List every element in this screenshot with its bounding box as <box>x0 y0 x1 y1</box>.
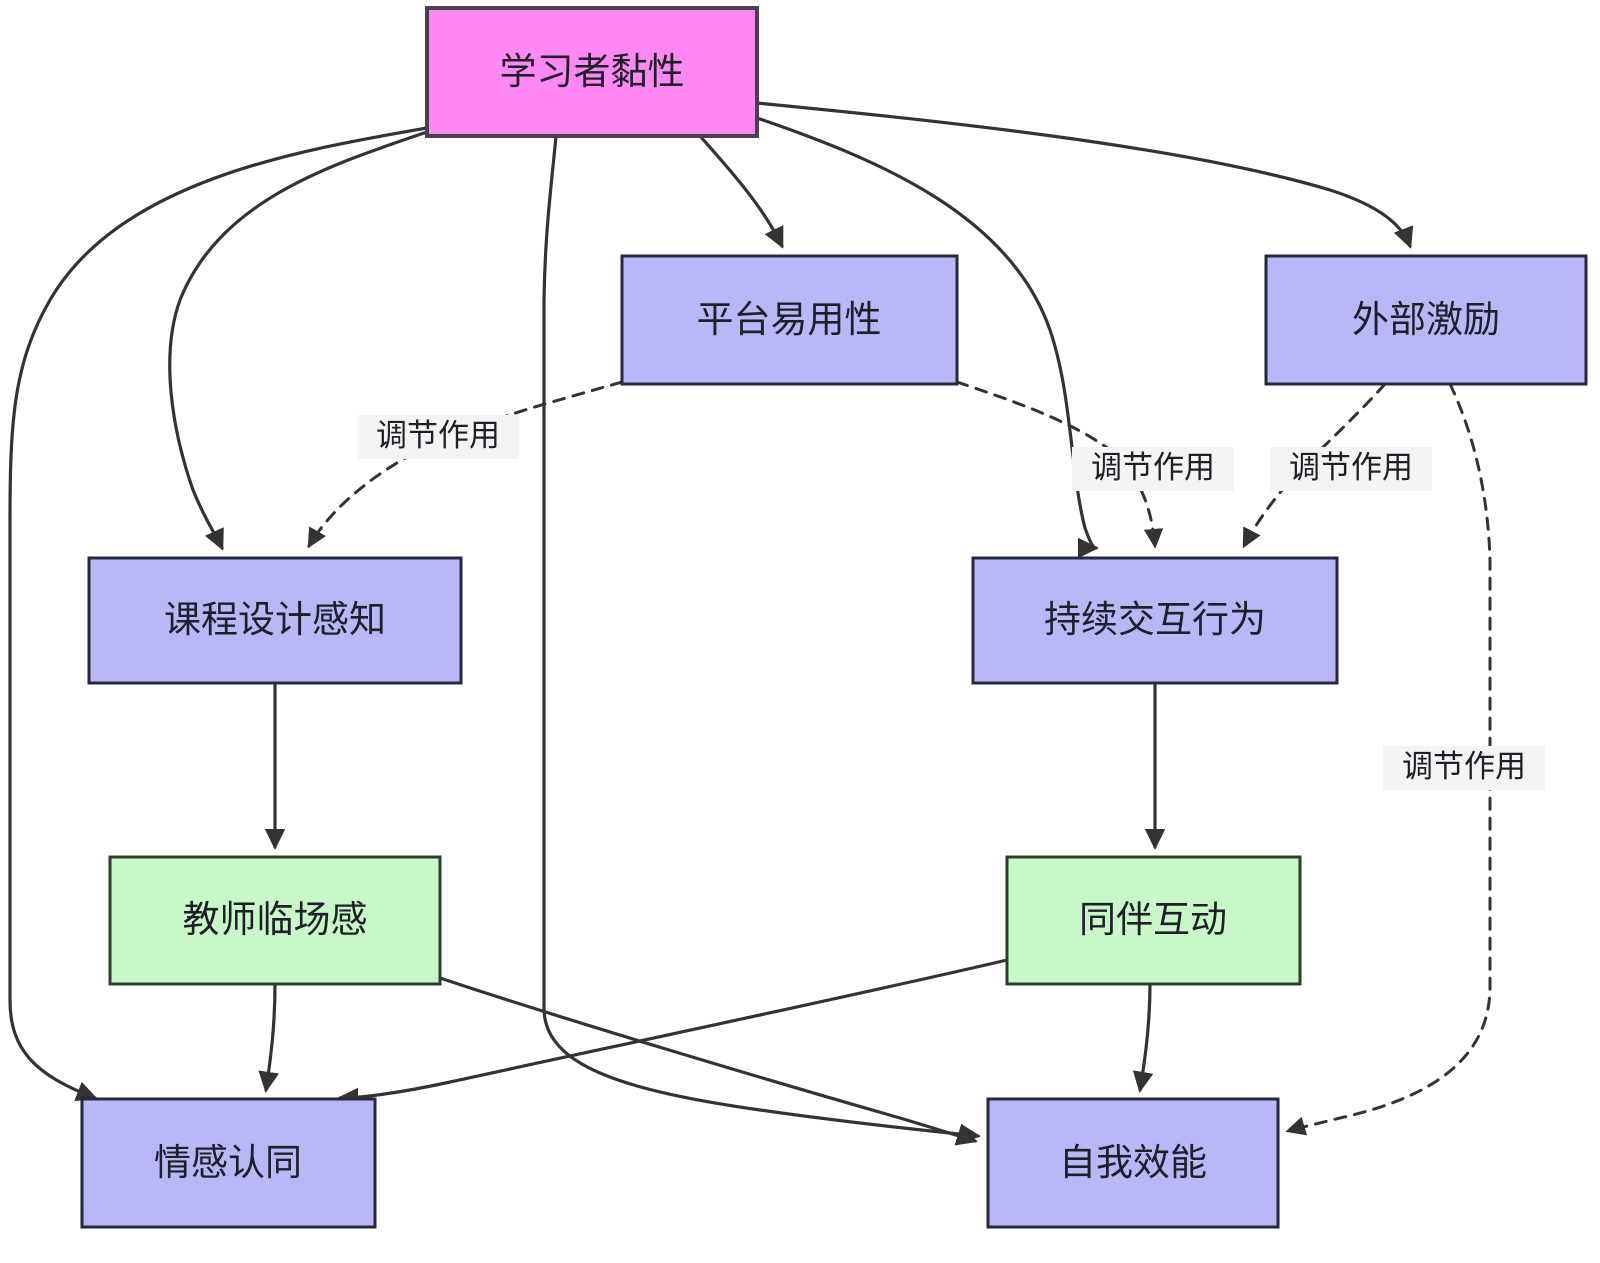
edge-stickiness-to-incentive <box>755 101 1414 249</box>
edge-stickiness-to-efficacy <box>542 134 981 1145</box>
node-usability[interactable]: 平台易用性 <box>620 254 959 386</box>
edge-label-usability-course: 调节作用 <box>357 415 519 459</box>
edge-labels-layer: 调节作用 调节作用 调节作用 调节作用 <box>357 415 1545 790</box>
node-interaction[interactable]: 持续交互行为 <box>971 556 1339 685</box>
edge-label-incentive-efficacy: 调节作用 <box>1383 746 1545 790</box>
edge-stickiness-to-interaction <box>755 116 1099 559</box>
node-course[interactable]: 课程设计感知 <box>87 556 463 685</box>
edge-incentive-to-efficacy <box>1285 382 1492 1136</box>
node-peer[interactable]: 同伴互动 <box>1005 855 1302 986</box>
node-stickiness[interactable]: 学习者黏性 <box>425 6 759 138</box>
edge-teacher-to-efficacy <box>438 976 978 1146</box>
edge-peer-to-efficacy <box>1132 982 1154 1093</box>
node-emotion[interactable]: 情感认同 <box>80 1097 377 1229</box>
edge-stickiness-to-usability <box>698 134 784 249</box>
edge-label-incentive-interaction: 调节作用 <box>1270 447 1432 491</box>
edge-stickiness-to-emotion <box>8 126 429 1102</box>
edge-peer-to-emotion <box>337 958 1009 1109</box>
node-incentive[interactable]: 外部激励 <box>1264 254 1588 386</box>
edge-teacher-to-emotion <box>258 982 279 1093</box>
edge-stickiness-to-course <box>168 130 429 551</box>
node-teacher[interactable]: 教师临场感 <box>108 855 442 986</box>
edges-layer <box>8 101 1492 1146</box>
node-efficacy[interactable]: 自我效能 <box>986 1097 1280 1229</box>
nodes-layer: 学习者黏性 平台易用性 外部激励 课程设计感知 持续交互行为 教师临场感 <box>80 6 1588 1229</box>
edge-usability-to-interaction <box>955 380 1164 549</box>
edge-label-usability-interaction: 调节作用 <box>1072 447 1234 491</box>
edge-usability-to-course <box>307 380 624 549</box>
